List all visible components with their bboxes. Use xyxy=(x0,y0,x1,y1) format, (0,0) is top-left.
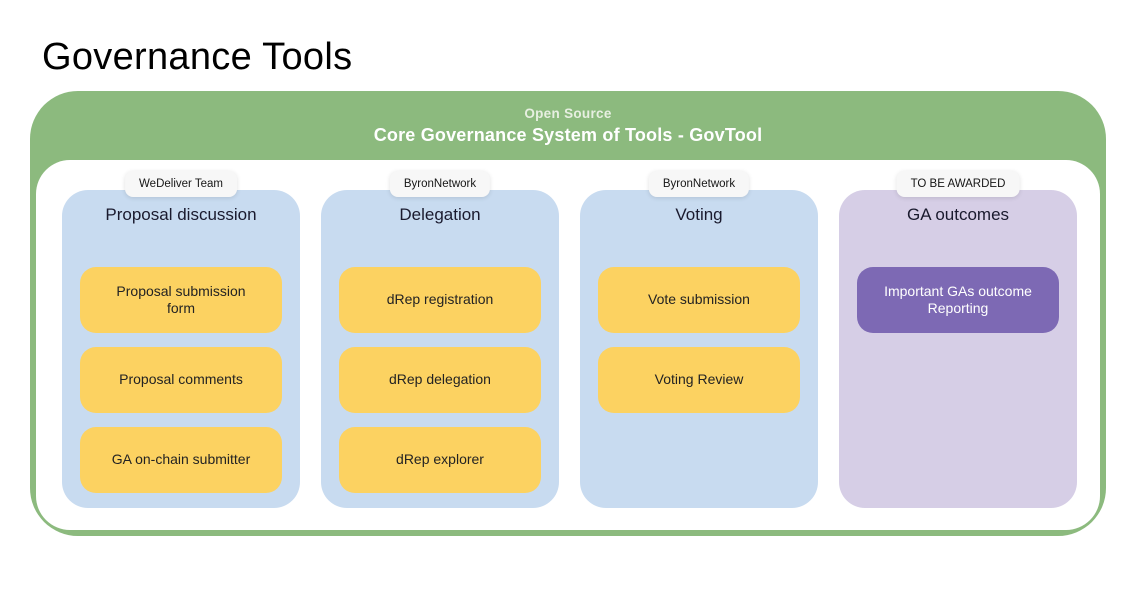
page-title: Governance Tools xyxy=(42,36,353,78)
column-body-ga-outcomes: GA outcomes Important GAs outcome Report… xyxy=(839,190,1077,508)
column-title-voting: Voting xyxy=(675,205,723,224)
team-tag-byronnetwork-1: ByronNetwork xyxy=(389,171,491,197)
column-body-delegation: Delegation dRep registration dRep delega… xyxy=(321,190,559,508)
item-list: Proposal submission form Proposal commen… xyxy=(62,267,300,493)
column-ga-outcomes: TO BE AWARDED GA outcomes Important GAs … xyxy=(839,171,1077,508)
team-tag-byronnetwork-2: ByronNetwork xyxy=(648,171,750,197)
item-card-vote-submission: Vote submission xyxy=(598,267,800,333)
item-card-proposal-comments: Proposal comments xyxy=(80,347,282,413)
column-title-proposal-discussion: Proposal discussion xyxy=(105,205,257,224)
columns-row: WeDeliver Team Proposal discussion Propo… xyxy=(62,171,1077,508)
item-list: Important GAs outcome Reporting xyxy=(839,267,1077,333)
column-voting: ByronNetwork Voting Vote submission Voti… xyxy=(580,171,818,508)
govtool-container: Open Source Core Governance System of To… xyxy=(30,91,1106,536)
govtool-title: Core Governance System of Tools - GovToo… xyxy=(373,124,763,145)
team-tag-to-be-awarded: TO BE AWARDED xyxy=(896,171,1020,197)
item-card-drep-explorer: dRep explorer xyxy=(339,427,541,493)
item-card-drep-registration: dRep registration xyxy=(339,267,541,333)
item-card-proposal-submission-form: Proposal submission form xyxy=(80,267,282,333)
column-title-delegation: Delegation xyxy=(399,205,481,224)
column-proposal-discussion: WeDeliver Team Proposal discussion Propo… xyxy=(62,171,300,508)
item-card-important-gas-outcome-reporting: Important GAs outcome Reporting xyxy=(857,267,1059,333)
item-card-voting-review: Voting Review xyxy=(598,347,800,413)
column-body-proposal-discussion: Proposal discussion Proposal submission … xyxy=(62,190,300,508)
item-list: Vote submission Voting Review xyxy=(580,267,818,413)
column-body-voting: Voting Vote submission Voting Review xyxy=(580,190,818,508)
item-list: dRep registration dRep delegation dRep e… xyxy=(321,267,559,493)
govtool-header: Open Source Core Governance System of To… xyxy=(30,91,1106,147)
item-card-drep-delegation: dRep delegation xyxy=(339,347,541,413)
team-tag-wedeliver: WeDeliver Team xyxy=(125,171,237,197)
inner-panel: WeDeliver Team Proposal discussion Propo… xyxy=(36,160,1100,530)
item-card-ga-on-chain-submitter: GA on-chain submitter xyxy=(80,427,282,493)
column-title-ga-outcomes: GA outcomes xyxy=(906,205,1010,224)
column-delegation: ByronNetwork Delegation dRep registratio… xyxy=(321,171,559,508)
govtool-subtitle: Open Source xyxy=(524,106,612,121)
